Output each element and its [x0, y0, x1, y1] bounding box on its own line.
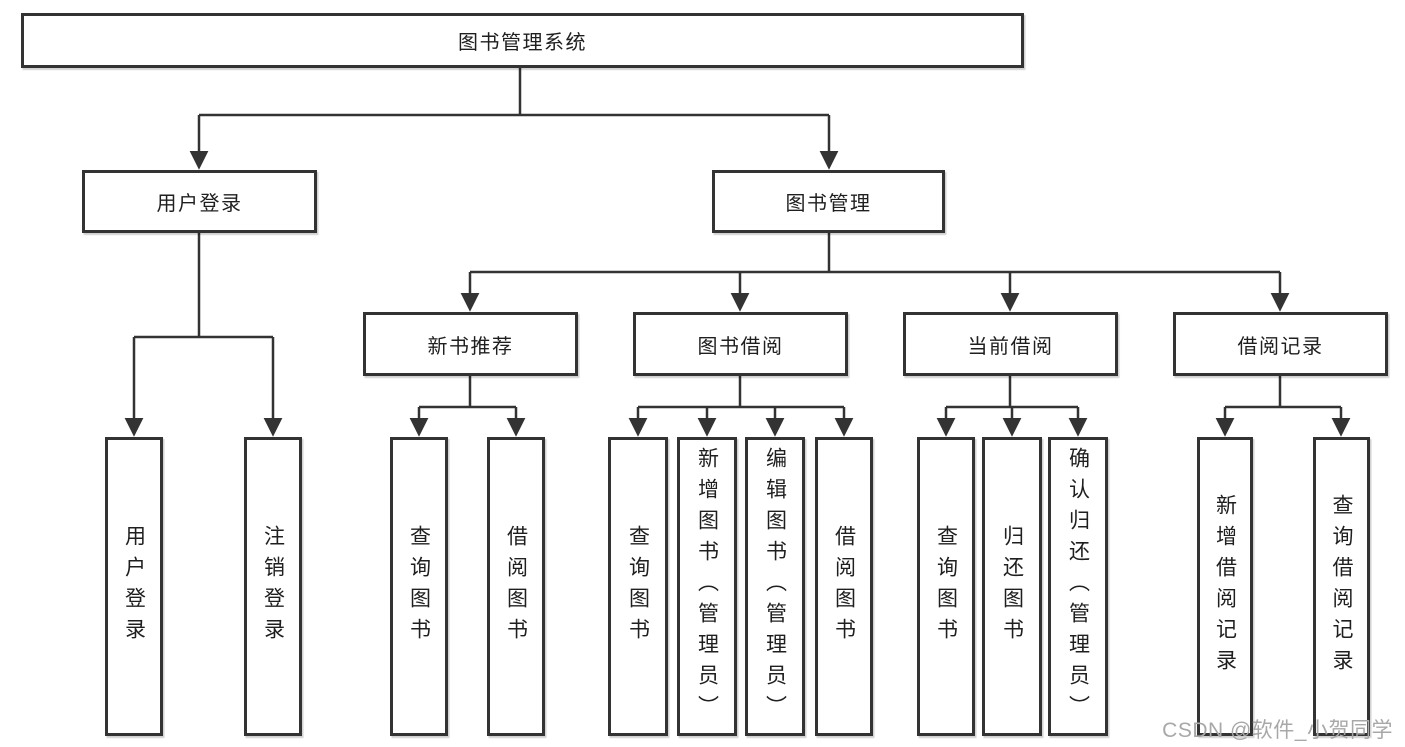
node-label: 借阅图书 — [832, 524, 856, 649]
watermark-text: CSDN @软件_小贺同学 — [1162, 719, 1393, 742]
leaf-add-book-admin: 新增图书（管理员） — [677, 437, 737, 736]
node-label: 当前借阅 — [967, 335, 1054, 358]
node-label: 图书管理 — [785, 193, 872, 215]
node-user-login: 用户登录 — [82, 170, 317, 233]
leaf-return-books: 归还图书 — [982, 437, 1042, 736]
node-label: 查询图书 — [407, 524, 431, 649]
node-label: 查询借阅记录 — [1330, 493, 1353, 680]
node-label: 确认归还（管理员） — [1066, 447, 1090, 726]
node-label: 图书借阅 — [697, 335, 784, 358]
node-label: 新增图书（管理员） — [695, 447, 719, 726]
node-label: 用户登录 — [122, 524, 146, 649]
node-book-management: 图书管理 — [712, 170, 945, 233]
node-label: 借阅记录 — [1237, 335, 1324, 358]
leaf-borrow-books: 借阅图书 — [487, 437, 545, 736]
node-label: 归还图书 — [1000, 524, 1024, 649]
leaf-query-books: 查询图书 — [917, 437, 975, 736]
node-label: 用户登录 — [156, 193, 243, 215]
node-book-borrowing: 图书借阅 — [633, 312, 848, 376]
leaf-borrow-books: 借阅图书 — [815, 437, 873, 736]
node-label: 图书管理系统 — [458, 32, 587, 54]
node-label: 查询图书 — [934, 524, 958, 649]
leaf-logout: 注销登录 — [244, 437, 302, 736]
leaf-query-books: 查询图书 — [390, 437, 448, 736]
node-label: 编辑图书（管理员） — [763, 447, 787, 726]
node-label: 新书推荐 — [427, 335, 514, 358]
leaf-confirm-return-admin: 确认归还（管理员） — [1048, 437, 1108, 736]
leaf-query-borrow-record: 查询借阅记录 — [1313, 437, 1370, 736]
node-label: 新增借阅记录 — [1213, 493, 1237, 680]
leaf-query-books: 查询图书 — [608, 437, 668, 736]
leaf-edit-book-admin: 编辑图书（管理员） — [745, 437, 805, 736]
node-label: 注销登录 — [261, 524, 285, 649]
node-borrowing-records: 借阅记录 — [1173, 312, 1388, 376]
node-label: 查询图书 — [626, 524, 650, 649]
node-book-management-system: 图书管理系统 — [21, 13, 1024, 68]
node-current-borrowing: 当前借阅 — [903, 312, 1118, 376]
leaf-add-borrow-record: 新增借阅记录 — [1197, 437, 1253, 736]
node-label: 借阅图书 — [504, 524, 528, 649]
leaf-user-login: 用户登录 — [105, 437, 163, 736]
node-new-book-recommendation: 新书推荐 — [363, 312, 578, 376]
